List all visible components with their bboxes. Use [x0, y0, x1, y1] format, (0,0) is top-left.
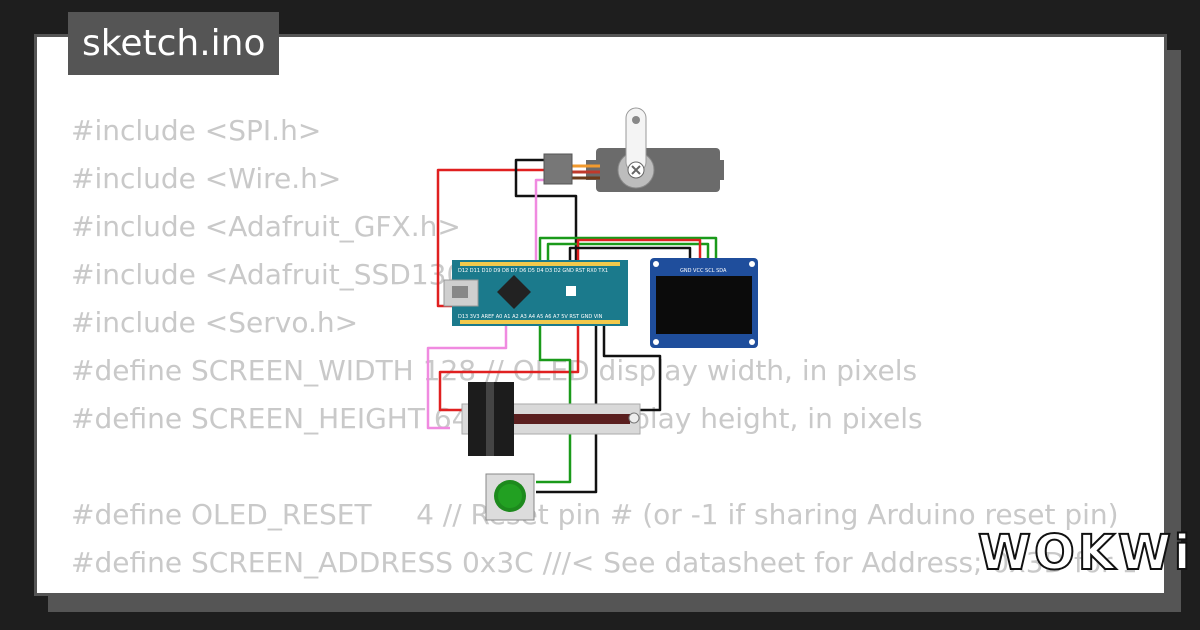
wire-black-servo: [514, 158, 578, 262]
code-line: #include <SPI.h>: [71, 114, 322, 147]
code-line: #define OLED_RESET 4 // Reset pin # (or …: [71, 498, 1119, 531]
wire-green-sda: [538, 236, 718, 262]
board-bottom-pin-labels: D13 3V3 AREF A0 A1 A2 A3 A4 A5 A6 A7 5V …: [458, 314, 603, 320]
wire-black-oled: [568, 246, 692, 262]
code-line: #include <Adafruit_GFX.h>: [71, 210, 461, 243]
wokwi-logo: WOKWi: [977, 524, 1194, 582]
wire-pink-servo: [534, 178, 548, 262]
code-line: #define SCREEN_ADDRESS 0x3C ///< See dat…: [71, 546, 1135, 579]
servo-horn-icon: [627, 161, 645, 179]
wire-red-pot: [438, 318, 580, 412]
servo-motor: [543, 107, 724, 192]
oled-display: GND VCC SCL SDA: [650, 258, 758, 348]
wire-green-scl: [546, 242, 710, 262]
wire-green-button: [536, 318, 572, 484]
arduino-nano-board: D12 D11 D10 D9 D8 D7 D6 D5 D4 D3 D2 GND …: [443, 260, 628, 326]
code-line: #include <Wire.h>: [71, 162, 342, 195]
slide-potentiometer: [461, 382, 641, 456]
oled-pin-labels: GND VCC SCL SDA: [680, 268, 727, 274]
wire-black-button: [536, 318, 598, 494]
push-button: [485, 473, 535, 521]
wire-red-oled: [576, 238, 702, 262]
wire-black-pot: [602, 318, 662, 412]
code-line: #include <Servo.h>: [71, 306, 359, 339]
file-tab-sketch-ino[interactable]: sketch.ino: [68, 12, 280, 75]
wire-pink-pot: [426, 318, 508, 430]
board-top-pin-labels: D12 D11 D10 D9 D8 D7 D6 D5 D4 D3 D2 GND …: [458, 268, 608, 274]
